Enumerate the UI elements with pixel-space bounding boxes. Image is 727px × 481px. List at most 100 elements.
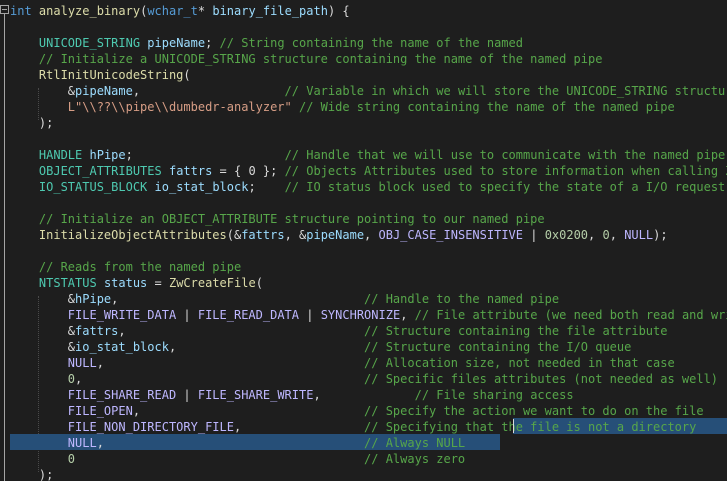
code-token <box>10 420 68 434</box>
code-token: hPipe <box>75 292 112 306</box>
code-token: FILE_NON_DIRECTORY_FILE <box>67 420 234 434</box>
code-token: // String containing the name of the nam… <box>219 36 523 50</box>
code-token: & <box>10 324 76 338</box>
code-token: // Allocation size, not needed in that c… <box>364 356 675 370</box>
code-line[interactable]: NULL, // Allocation size, not needed in … <box>10 355 675 371</box>
code-token: , <box>96 436 365 450</box>
code-token <box>10 68 39 82</box>
code-token: , & <box>284 228 307 242</box>
code-line[interactable]: NULL, // Always NULL <box>10 435 465 451</box>
selection-highlight <box>10 434 500 450</box>
code-token: // Wide string containing the name of th… <box>299 100 675 114</box>
code-token: FILE_READ_DATA <box>197 308 300 322</box>
code-line[interactable]: 0 // Always zero <box>10 451 465 467</box>
code-line[interactable]: HANDLE hPipe; // Handle that we will use… <box>10 147 725 163</box>
code-token: | <box>299 308 321 322</box>
code-token: RtlInitUnicodeString <box>38 68 184 82</box>
code-line[interactable]: NTSTATUS status = ZwCreateFile( <box>10 275 263 291</box>
code-token: // IO status block used to specify the s… <box>284 180 726 194</box>
code-token: // Always zero <box>364 452 466 466</box>
code-token: InitializeObjectAttributes <box>38 228 227 242</box>
code-line[interactable]: InitializeObjectAttributes(&fattrs, &pip… <box>10 227 668 243</box>
code-token: // Specific files attributes (not needed… <box>364 372 719 386</box>
indent-guide <box>38 296 39 472</box>
code-token: FILE_WRITE_DATA <box>67 308 177 322</box>
indent-guide <box>38 88 39 120</box>
code-token: fattrs <box>75 324 119 338</box>
code-line[interactable]: ); <box>10 115 53 131</box>
collapse-icon[interactable] <box>0 5 9 14</box>
code-token: // Specifying that the file is not a dir… <box>364 420 697 434</box>
code-token <box>162 164 169 178</box>
code-line[interactable]: IO_STATUS_BLOCK io_stat_block; // IO sta… <box>10 179 725 195</box>
code-token: , <box>233 420 365 434</box>
code-token: int <box>10 4 32 18</box>
code-line[interactable]: &fattrs, // Structure containing the fil… <box>10 323 668 339</box>
code-token: // Structure containing the I/O queue <box>364 340 632 354</box>
code-token: & <box>10 84 76 98</box>
code-token: , <box>118 324 365 338</box>
code-token <box>10 164 39 178</box>
code-token: 0x0200 <box>544 228 589 242</box>
code-line[interactable]: int analyze_binary(wchar_t* binary_file_… <box>10 3 350 19</box>
code-token: , <box>75 372 365 386</box>
code-line[interactable]: FILE_WRITE_DATA | FILE_READ_DATA | SYNCH… <box>10 307 727 323</box>
code-token <box>75 452 364 466</box>
code-token: // Specify the action we want to do on t… <box>364 404 704 418</box>
code-token <box>97 276 104 290</box>
code-token: , <box>111 292 365 306</box>
code-token: ( <box>140 4 148 18</box>
code-line[interactable]: FILE_OPEN, // Specify the action we want… <box>10 403 704 419</box>
code-token <box>10 308 68 322</box>
code-token: ; <box>205 36 220 50</box>
code-token: io_stat_block <box>154 180 249 194</box>
code-line[interactable]: RtlInitUnicodeString( <box>10 67 191 83</box>
code-line[interactable]: OBJECT_ATTRIBUTES fattrs = { 0 }; // Obj… <box>10 163 727 179</box>
code-line[interactable]: // Initialize a UNICODE_STRING structure… <box>10 51 603 67</box>
code-token <box>10 276 39 290</box>
code-token <box>10 404 68 418</box>
code-token <box>147 180 154 194</box>
code-token: pipeName <box>75 84 133 98</box>
code-token: // Reads from the named pipe <box>38 260 242 274</box>
code-token: | <box>523 228 545 242</box>
code-token: ); <box>653 228 668 242</box>
code-line[interactable]: 0, // Specific files attributes (not nee… <box>10 371 718 387</box>
code-line[interactable]: FILE_SHARE_READ | FILE_SHARE_WRITE, // F… <box>10 387 574 403</box>
code-token: * <box>197 4 213 18</box>
code-line[interactable]: &hPipe, // Handle to the named pipe <box>10 291 559 307</box>
code-token <box>10 356 68 370</box>
code-token: = { 0 }; <box>212 164 285 178</box>
code-line[interactable]: FILE_NON_DIRECTORY_FILE, // Specifying t… <box>10 419 697 435</box>
code-token: , <box>313 388 415 402</box>
code-line[interactable]: &io_stat_block, // Structure containing … <box>10 339 632 355</box>
code-token: | <box>176 388 198 402</box>
code-token <box>292 100 299 114</box>
code-token: , <box>132 404 365 418</box>
code-line[interactable]: &pipeName, // Variable in which we will … <box>10 83 727 99</box>
fold-line <box>4 14 5 481</box>
code-token: = <box>147 276 169 290</box>
code-token: & <box>10 340 76 354</box>
code-token: NULL <box>67 436 97 450</box>
code-token <box>10 436 68 450</box>
code-token <box>10 260 39 274</box>
fold-gutter <box>0 0 10 481</box>
code-token: ; <box>125 148 285 162</box>
code-token: FILE_OPEN <box>67 404 133 418</box>
code-line[interactable]: ); <box>10 467 53 481</box>
code-token: ( <box>255 276 263 290</box>
code-token: (& <box>226 228 242 242</box>
code-line[interactable]: UNICODE_STRING pipeName; // String conta… <box>10 35 523 51</box>
code-line[interactable]: // Reads from the named pipe <box>10 259 241 275</box>
code-line[interactable]: L"\\??\\pipe\\dumbedr-analyzer" // Wide … <box>10 99 675 115</box>
code-token: , <box>609 228 625 242</box>
code-token: analyze_binary <box>38 4 141 18</box>
code-token <box>10 228 39 242</box>
code-line[interactable]: // Initialize an OBJECT_ATTRIBUTE struct… <box>10 211 545 227</box>
code-token: ; <box>248 180 285 194</box>
code-token: // Always NULL <box>364 436 466 450</box>
code-token: 0 <box>602 228 610 242</box>
code-token: OBJ_CASE_INSENSITIVE <box>378 228 524 242</box>
